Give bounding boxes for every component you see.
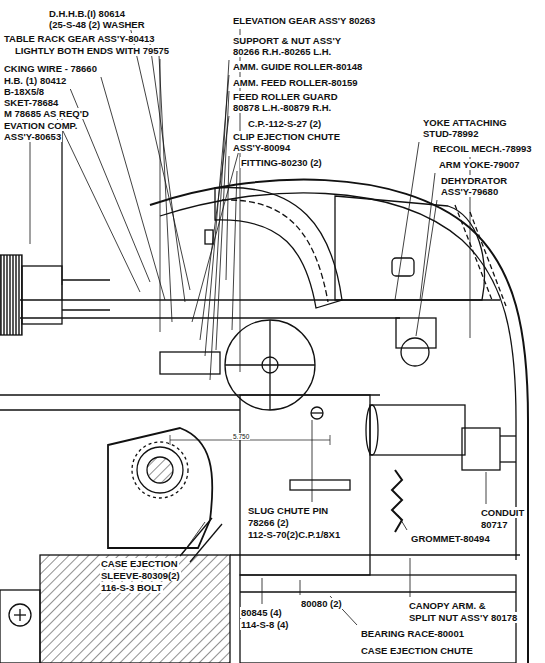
- part-label: M 78685 AS REQ'D: [3, 108, 90, 119]
- leader-line: [30, 134, 31, 244]
- part-label: 80717: [480, 519, 508, 530]
- part-label: ASS'Y-79680: [440, 186, 499, 197]
- part-label: ARM YOKE-79007: [438, 159, 521, 170]
- part-label: SPLIT NUT ASS'Y 80178: [408, 612, 518, 623]
- leader-line: [160, 59, 161, 332]
- part-label: CKING WIRE - 78660: [3, 63, 98, 74]
- part-label: CANOPY ARM. &: [408, 600, 487, 611]
- part-label: LIGHTLY BOTH ENDS WITH 79575: [14, 45, 170, 56]
- part-label: EVATION COMP.: [3, 120, 78, 131]
- part-label: SLEEVE-80309(2): [100, 570, 181, 581]
- leader-line: [101, 77, 165, 300]
- part-label: BEARING RACE-80001: [360, 628, 465, 639]
- part-label: YOKE ATTACHING: [422, 117, 508, 128]
- part-label: ELEVATION GEAR ASS'Y 80263: [232, 15, 376, 26]
- leader-line: [420, 173, 435, 300]
- part-label: FEED ROLLER GUARD: [232, 91, 339, 102]
- part-label: FITTING-80230 (2): [240, 157, 323, 168]
- leader-line: [182, 522, 205, 555]
- part-label: 78266 (2): [247, 517, 290, 528]
- part-label: RECOIL MECH.-78993: [432, 143, 533, 154]
- leader-line: [200, 116, 229, 340]
- leader-line: [398, 515, 407, 530]
- leader-line: [226, 156, 229, 280]
- part-label: SLUG CHUTE PIN: [247, 505, 329, 516]
- part-label: SKET-78684: [3, 97, 59, 108]
- part-label: CASE EJECTION: [100, 558, 179, 569]
- part-label: 80878 L.H.-80879 R.H.: [232, 102, 332, 113]
- part-label: 112-S-70(2)C.P.1/8X1: [247, 529, 341, 540]
- leader-line: [192, 132, 244, 322]
- part-label: B-18X5/8: [3, 86, 45, 97]
- part-label: H.B. (1) 80412: [3, 75, 67, 86]
- leader-line: [416, 200, 437, 336]
- part-label: 116-S-3 BOLT: [100, 582, 163, 593]
- part-label: AMM. FEED ROLLER-80159: [232, 77, 359, 88]
- part-label: SUPPORT & NUT ASS'Y: [232, 35, 342, 46]
- leader-line: [486, 472, 487, 504]
- part-label: CONDUIT: [480, 507, 525, 518]
- part-label: (25-S-48 (2) WASHER: [48, 19, 146, 30]
- part-label: GROMMET-80494: [410, 533, 491, 544]
- part-label: 80080 (2): [300, 598, 343, 609]
- leader-line: [395, 142, 419, 300]
- part-label: STUD-78992: [422, 128, 479, 139]
- part-label: 80845 (4): [240, 607, 283, 618]
- dimension-label: 5.750: [232, 433, 250, 440]
- leader-line: [312, 420, 313, 502]
- part-label: 114-S-8 (4): [240, 619, 290, 630]
- part-label: D.H.H.B.(I) 80614: [48, 8, 126, 19]
- part-label: AMM. GUIDE ROLLER-80148: [232, 61, 363, 72]
- part-label: ASS'Y-80653: [3, 131, 62, 142]
- part-label: CASE EJECTION CHUTE: [360, 645, 474, 656]
- part-label: 80266 R.H.-80265 L.H.: [232, 46, 332, 57]
- part-label: ASS'Y-80094: [232, 142, 291, 153]
- part-label: TABLE RACK GEAR ASS'Y-80413: [3, 33, 156, 44]
- leader-line: [232, 171, 237, 330]
- leader-line: [159, 47, 172, 322]
- leader-line: [410, 558, 411, 597]
- leader-line: [205, 75, 229, 356]
- part-label: C.P.-112-S-27 (2): [247, 118, 322, 129]
- leader-line: [300, 580, 301, 595]
- leader-line: [62, 122, 63, 300]
- part-label: DEHYDRATOR: [440, 175, 508, 186]
- part-label: CLIP EJECTION CHUTE: [232, 131, 341, 142]
- leader-line: [262, 578, 263, 604]
